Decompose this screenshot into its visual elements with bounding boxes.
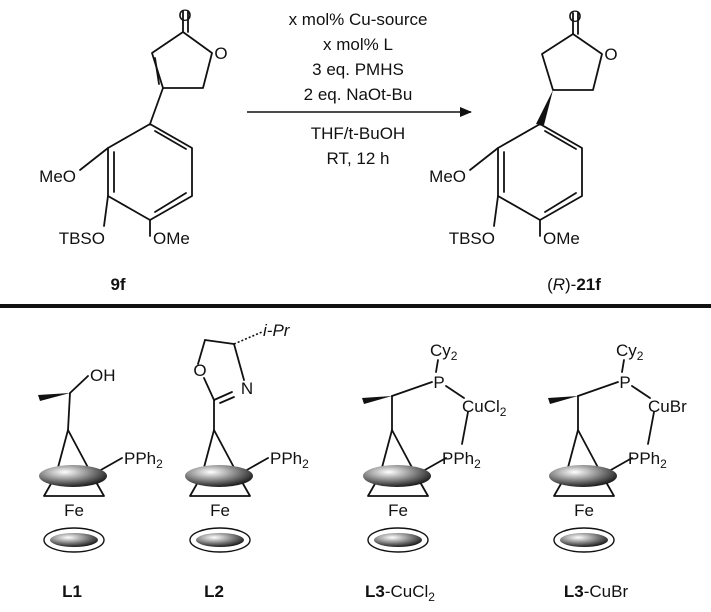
l3b-p: P <box>619 373 630 392</box>
ligand-label-l1: L1 <box>62 582 82 601</box>
l3b-cy2: Cy2 <box>616 341 644 363</box>
l3a-pph2: PPh2 <box>442 449 481 471</box>
reactant-tbso: TBSO <box>59 229 105 248</box>
condition-ligand: x mol% L <box>323 35 393 54</box>
ligand-label-l2: L2 <box>204 582 224 601</box>
ligand-label-l3-cucl2: L3-CuCl2 <box>365 582 435 604</box>
product-ring-o: O <box>604 45 617 64</box>
section-divider <box>0 304 711 308</box>
ligand-l3-cucl2: Cy2 P CuCl2 PPh2 Fe L3-CuCl2 <box>362 341 507 604</box>
ligand-label-l3-cubr: L3-CuBr <box>564 582 629 601</box>
product-carbonyl-o: O <box>568 7 581 26</box>
l3a-methyl-wedge <box>362 396 392 404</box>
condition-solvent: THF/t-BuOH <box>311 124 405 143</box>
l3a-fe: Fe <box>388 501 408 520</box>
reactant-meo: MeO <box>39 167 76 186</box>
condition-temp-time: RT, 12 h <box>326 149 389 168</box>
reactant-ring-o: O <box>214 44 227 63</box>
l1-pph2: PPh2 <box>124 449 163 471</box>
product-tbso: TBSO <box>449 229 495 248</box>
l3b-fe: Fe <box>574 501 594 520</box>
l1-methyl-wedge <box>38 393 70 401</box>
l2-hash-bond <box>233 331 263 345</box>
product-ome: OMe <box>543 229 580 248</box>
l2-n: N <box>241 379 253 398</box>
l3a-cy2: Cy2 <box>430 341 458 363</box>
product-meo: MeO <box>429 167 466 186</box>
l2-fe: Fe <box>210 501 230 520</box>
condition-cu-source: x mol% Cu-source <box>289 10 428 29</box>
l3b-methyl-wedge <box>548 396 578 404</box>
l3b-cubr: CuBr <box>648 397 687 416</box>
condition-pmhs: 3 eq. PMHS <box>312 60 404 79</box>
ligand-l2: i-Pr O N PPh2 Fe L2 <box>185 321 309 601</box>
reactant-9f: O O MeO TBSO OMe 9f <box>39 6 227 294</box>
stereo-wedge <box>536 90 553 125</box>
product-21f: O O MeO TBSO OMe (R)-21f <box>429 7 617 294</box>
l1-fe: Fe <box>64 501 84 520</box>
reactant-id: 9f <box>110 275 125 294</box>
l3a-p: P <box>433 373 444 392</box>
l1-oh: OH <box>90 366 116 385</box>
l3b-pph2: PPh2 <box>628 449 667 471</box>
l2-o: O <box>193 361 206 380</box>
ligand-l3-cubr: Cy2 P CuBr PPh2 Fe L3-CuBr <box>548 341 687 601</box>
ligand-l1: OH PPh2 Fe L1 <box>38 366 163 601</box>
reaction-arrow-group: x mol% Cu-source x mol% L 3 eq. PMHS 2 e… <box>247 10 472 168</box>
l2-pph2: PPh2 <box>270 449 309 471</box>
reactant-carbonyl-o: O <box>178 6 191 25</box>
reactant-ome: OMe <box>153 229 190 248</box>
condition-base: 2 eq. NaOt-Bu <box>304 85 413 104</box>
product-id: (R)-21f <box>547 275 601 294</box>
l2-ipr: i-Pr <box>263 321 291 340</box>
l3a-cucl2: CuCl2 <box>462 397 507 419</box>
